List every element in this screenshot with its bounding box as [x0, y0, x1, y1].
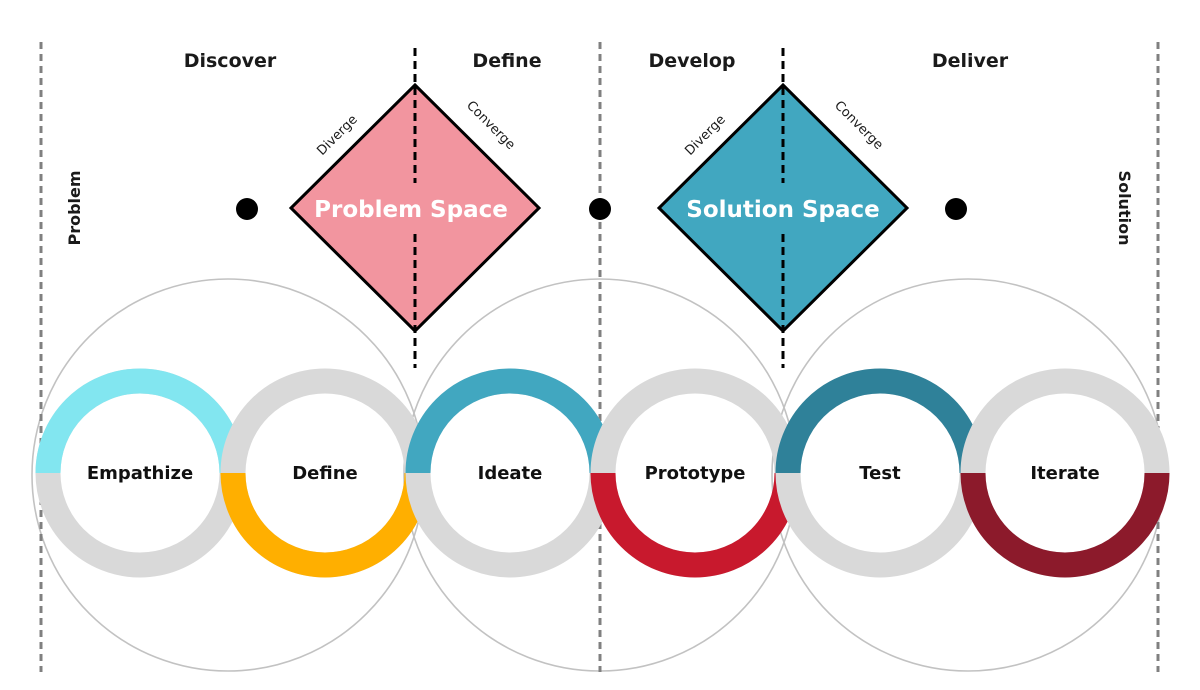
- stage-label: Test: [859, 463, 901, 484]
- stage-ring-highlight-top: [775, 368, 985, 474]
- stage-define: Define: [220, 368, 430, 578]
- endpoint-label-problem: Problem: [65, 170, 84, 245]
- stage-ring-highlight-bottom: [220, 472, 430, 578]
- stage-ring-highlight-top: [35, 368, 245, 474]
- milestone-dot-start: [236, 198, 258, 220]
- stage-ring-highlight-bottom: [960, 472, 1170, 578]
- stage-test: Test: [775, 368, 985, 578]
- milestone-dot-middle: [589, 198, 611, 220]
- phase-label-deliver: Deliver: [932, 50, 1009, 72]
- phase-label-discover: Discover: [184, 50, 277, 72]
- stage-ideate: Ideate: [405, 368, 615, 578]
- stage-empathize: Empathize: [35, 368, 245, 578]
- stage-label: Empathize: [87, 463, 193, 484]
- stage-iterate: Iterate: [960, 368, 1170, 578]
- stage-ring-highlight-top: [405, 368, 615, 474]
- stage-label: Ideate: [478, 463, 543, 484]
- stage-ring-highlight-bottom: [590, 472, 800, 578]
- milestone-dot-end: [945, 198, 967, 220]
- phase-label-define: Define: [472, 50, 541, 72]
- problem-space-label: Problem Space: [314, 197, 508, 223]
- guide-lines: [39, 42, 1160, 672]
- endpoint-label-solution: Solution: [1115, 171, 1134, 246]
- stage-rings: Empathize Define Ideate Prototype Test Iterat…: [35, 368, 1170, 578]
- solution-space-label: Solution Space: [686, 197, 879, 223]
- stage-prototype: Prototype: [590, 368, 800, 578]
- stage-label: Iterate: [1030, 463, 1099, 484]
- stage-label: Define: [292, 463, 358, 484]
- phase-label-develop: Develop: [648, 50, 735, 72]
- stage-label: Prototype: [645, 463, 746, 484]
